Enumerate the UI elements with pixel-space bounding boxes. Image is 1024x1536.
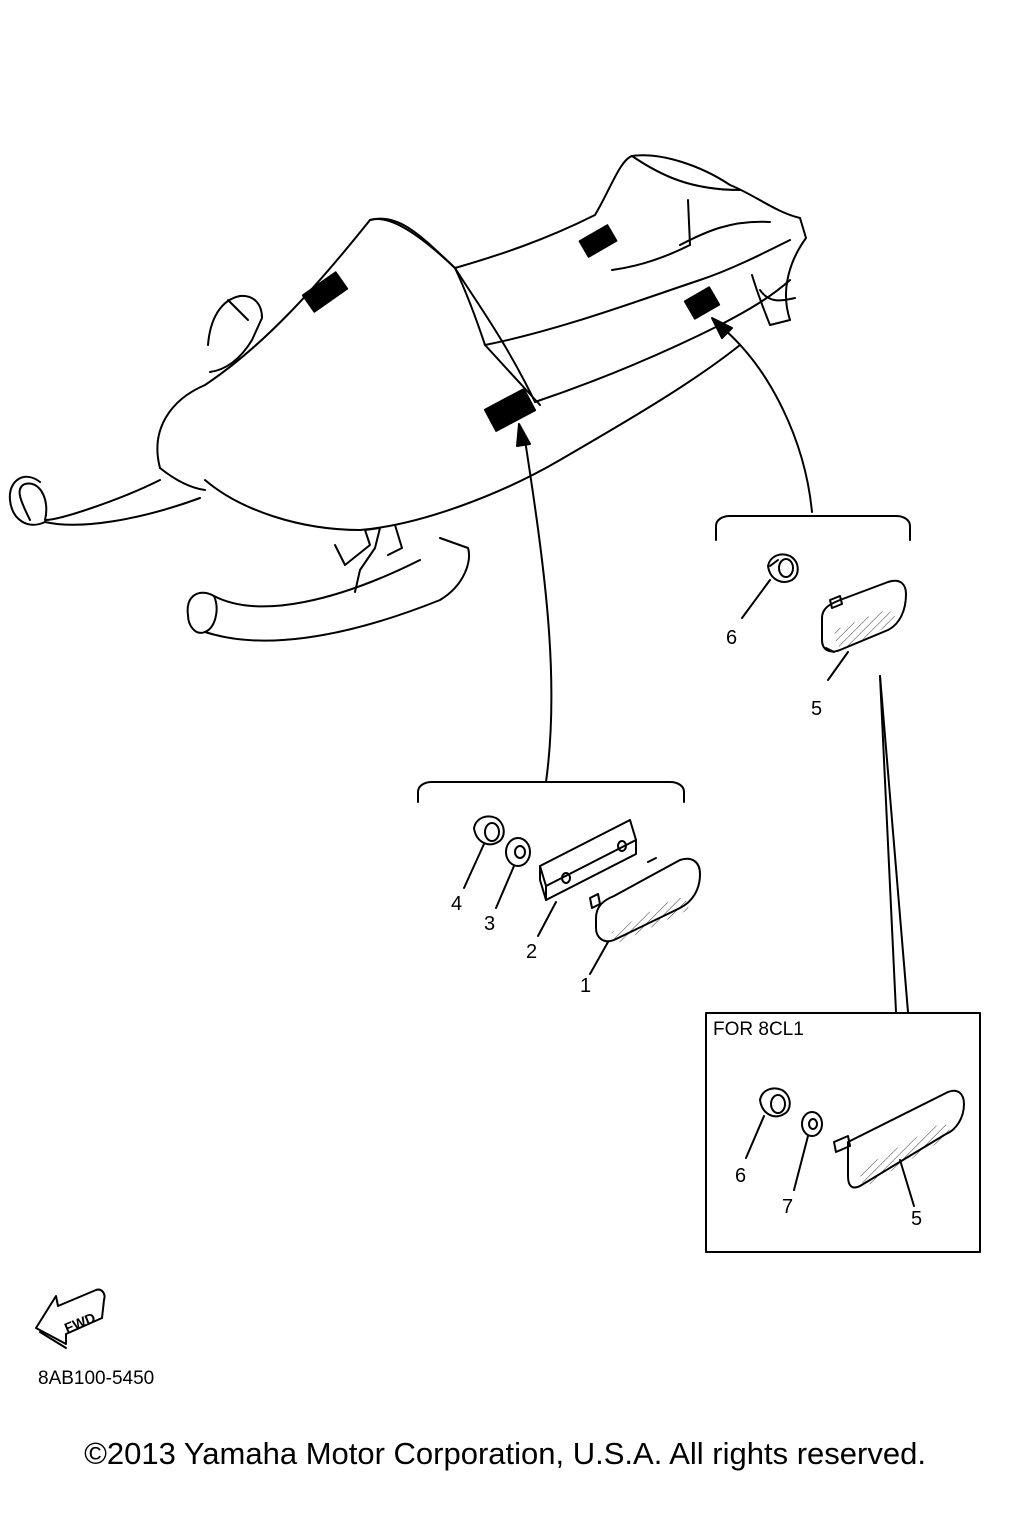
rear-reflector-group xyxy=(711,317,911,1013)
front-reflector-group xyxy=(417,423,701,975)
drawing-code: 8AB100-5450 xyxy=(38,1368,154,1389)
callout-7-inset: 7 xyxy=(782,1196,793,1218)
callout-5-inset: 5 xyxy=(911,1208,922,1230)
washer-part-7 xyxy=(801,1111,823,1137)
reflector-part-5-inset xyxy=(833,1089,965,1189)
nut-part-4 xyxy=(473,815,505,846)
callout-1: 1 xyxy=(580,975,591,997)
nut-part-6-inset xyxy=(759,1087,791,1118)
nut-part-6 xyxy=(767,553,799,583)
callout-2: 2 xyxy=(526,941,537,963)
callout-3: 3 xyxy=(484,913,495,935)
reflector-part-1 xyxy=(589,857,701,943)
plate-part-2 xyxy=(539,819,637,901)
fwd-arrow-icon xyxy=(35,1288,106,1349)
fwd-label: FWD xyxy=(62,1309,98,1336)
callout-5-upper: 5 xyxy=(811,698,822,720)
callout-4: 4 xyxy=(451,893,462,915)
copyright-notice: ©2013 Yamaha Motor Corporation, U.S.A. A… xyxy=(84,1436,926,1471)
callout-6-inset: 6 xyxy=(735,1165,746,1187)
inset-box xyxy=(705,1012,981,1253)
reflector-part-5-upper xyxy=(821,579,907,653)
washer-part-3 xyxy=(505,837,531,867)
snowmobile-illustration xyxy=(8,154,807,642)
callout-6-upper: 6 xyxy=(726,627,737,649)
inset-title: FOR 8CL1 xyxy=(713,1019,804,1040)
